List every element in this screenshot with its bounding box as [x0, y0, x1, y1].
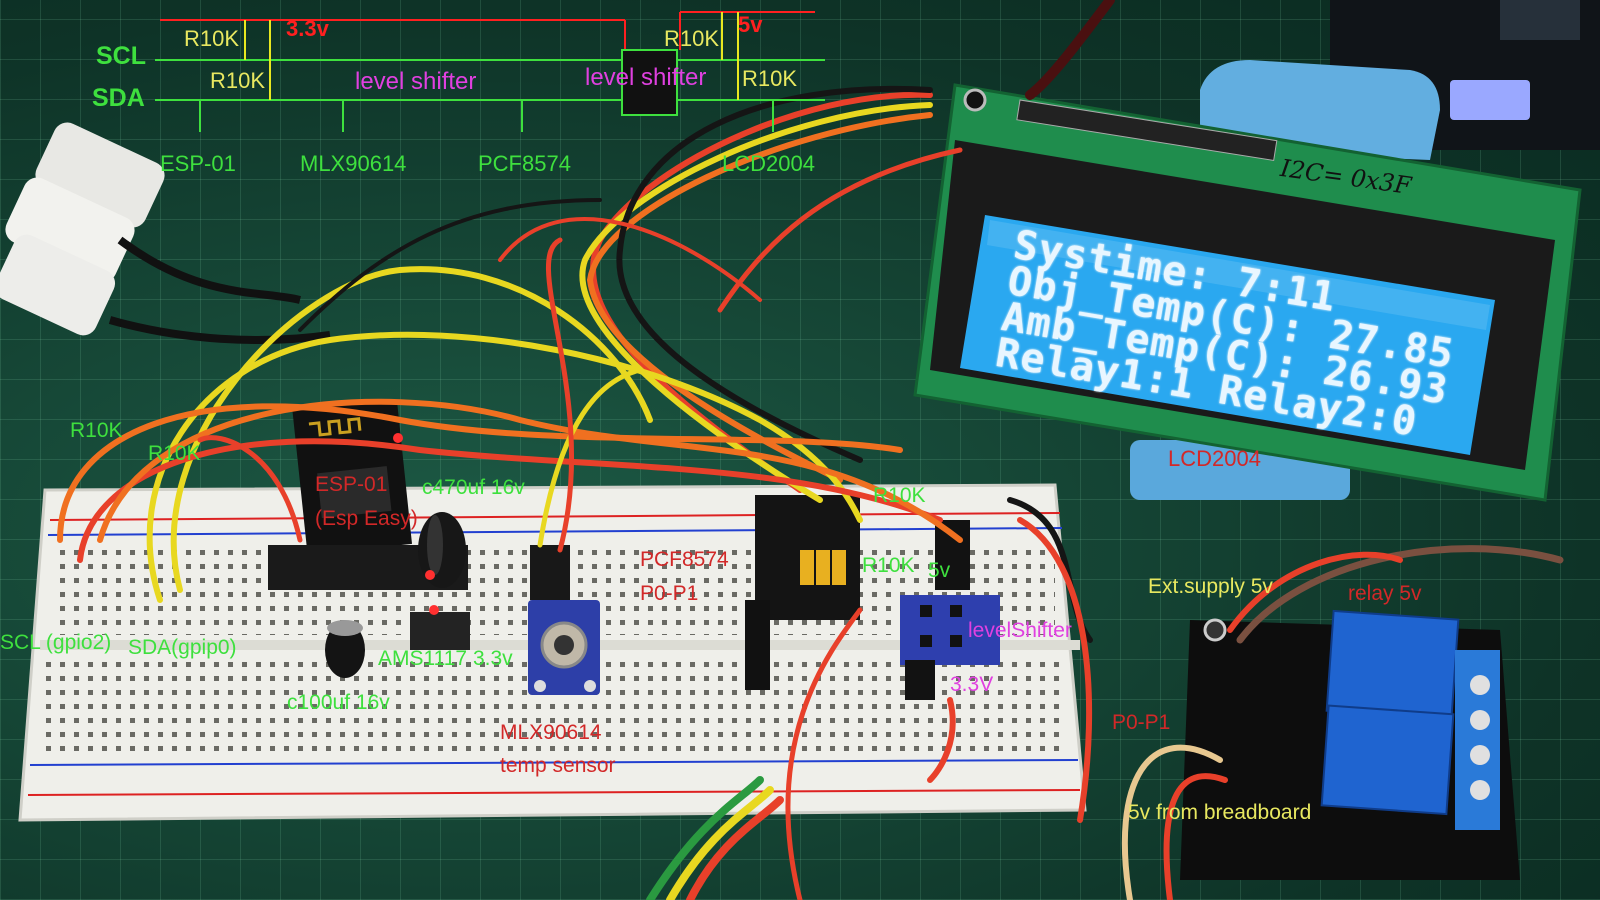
schematic-level-shifter-1: level shifter — [355, 68, 477, 95]
board-mlx90614: MLX90614 — [500, 721, 602, 744]
schematic-level-shifter-2: level shifter — [585, 64, 707, 91]
scl-label: SCL — [96, 42, 146, 70]
relay-5v-from-breadboard: 5v from breadboard — [1128, 801, 1312, 824]
schematic-esp01: ESP-01 — [160, 151, 236, 176]
board-r10k-3: R10K — [873, 484, 926, 507]
board-5v: 5v — [928, 559, 951, 582]
lcd-module — [913, 83, 1582, 502]
sda-label: SDA — [92, 84, 145, 112]
schematic-r10k-2: R10K — [210, 68, 266, 93]
board-pcf-p0p1: P0-P1 — [640, 582, 699, 605]
board-3v3: 3.3V — [950, 673, 994, 696]
board-r10k-2: R10K — [148, 442, 201, 465]
capacitors — [325, 512, 466, 678]
board-r10k-1: R10K — [70, 419, 123, 442]
board-ams1117: AMS1117 3.3v — [378, 647, 513, 670]
board-r10k-4: R10K — [862, 554, 915, 577]
relay-p0p1: P0-P1 — [1112, 711, 1171, 734]
schematic-r10k-3: R10K — [664, 26, 720, 51]
relay-5v: relay 5v — [1348, 582, 1422, 605]
pcf8574-module — [745, 495, 860, 690]
level-shifter-symbol — [621, 49, 678, 116]
board-c100uf: c100uf 16v — [287, 691, 390, 714]
mlx90614-module — [528, 545, 600, 695]
schematic-lcd2004: LCD2004 — [722, 151, 815, 176]
relay-ext-supply: Ext.supply 5v — [1148, 575, 1273, 598]
wire-clamps — [0, 122, 331, 344]
switch-led — [1450, 80, 1530, 120]
board-sda-gpio0: SDA(gpip0) — [128, 636, 237, 659]
schematic-5v: 5v — [738, 12, 763, 37]
lcd-caption: LCD2004 — [1168, 446, 1261, 471]
schematic-pcf8574: PCF8574 — [478, 151, 571, 176]
schematic-r10k-1: R10K — [184, 26, 240, 51]
ams1117 — [410, 612, 470, 650]
level-shifter-board — [900, 520, 1000, 700]
schematic-mlx90614: MLX90614 — [300, 151, 407, 176]
schematic-lines — [155, 11, 825, 132]
board-esp01: ESP-01 — [315, 473, 388, 496]
board-level-shifter: levelShifter — [968, 619, 1072, 642]
schematic-r10k-4: R10K — [742, 66, 798, 91]
board-pcf8574: PCF8574 — [640, 548, 729, 571]
relay-module — [1180, 609, 1520, 880]
board-c470uf: c470uf 16v — [422, 476, 525, 499]
board-temp-sensor: temp sensor — [500, 754, 616, 777]
board-scl-gpio2: SCL (gpio2) — [0, 631, 112, 654]
lcd-display: Systime: 7:11 Obj_Temp(C): 27.85 Amb_Tem… — [990, 222, 1460, 446]
schematic-3v3: 3.3v — [286, 16, 329, 41]
board-esp-easy: (Esp Easy) — [315, 507, 418, 530]
